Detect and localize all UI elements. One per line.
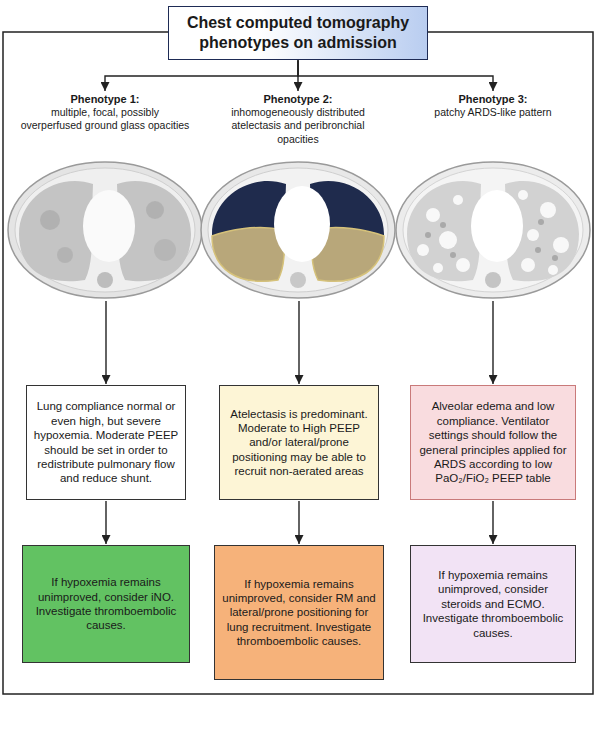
box-text: Lung compliance normal or even high, but… xyxy=(33,399,179,485)
phenotype-heading: Phenotype 2: xyxy=(213,92,383,106)
flow-arrow xyxy=(105,301,106,384)
flow-arrow xyxy=(492,501,493,544)
title-text: Chest computed tomography phenotypes on … xyxy=(177,13,419,53)
flow-arrow xyxy=(298,501,299,544)
phenotype-node: Phenotype 3:patchy ARDS-like pattern xyxy=(393,92,593,300)
flow-arrow xyxy=(105,60,298,91)
phenotype-description: patchy ARDS-like pattern xyxy=(408,106,578,119)
management-box: Atelectasis is predominant. Moderate to … xyxy=(219,385,379,500)
phenotype-heading: Phenotype 3: xyxy=(408,92,578,106)
escalation-box: If hypoxemia remains unimproved, conside… xyxy=(214,545,384,680)
escalation-box: If hypoxemia remains unimproved, conside… xyxy=(22,545,190,663)
phenotype-node: Phenotype 2:inhomogeneously distributed … xyxy=(198,92,398,300)
flow-arrow xyxy=(298,301,299,384)
flow-arrow xyxy=(492,301,493,384)
flow-arrow xyxy=(105,501,106,544)
phenotype-description: multiple, focal, possibly overperfused g… xyxy=(20,106,190,132)
ct-scan-2 xyxy=(201,162,395,298)
ct-scan-1 xyxy=(8,162,202,298)
flow-arrow xyxy=(298,60,493,91)
escalation-box: If hypoxemia remains unimproved, conside… xyxy=(410,545,576,663)
phenotype-node: Phenotype 1:multiple, focal, possibly ov… xyxy=(5,92,205,300)
ct-scan-3 xyxy=(396,162,590,298)
title-box: Chest computed tomography phenotypes on … xyxy=(168,6,428,60)
box-text: If hypoxemia remains unimproved, conside… xyxy=(417,568,569,640)
management-box: Alveolar edema and low compliance. Venti… xyxy=(410,385,576,500)
box-text: Atelectasis is predominant. Moderate to … xyxy=(226,407,372,479)
outer-frame xyxy=(3,32,593,694)
box-text: Alveolar edema and low compliance. Venti… xyxy=(417,399,569,485)
box-text: If hypoxemia remains unimproved, conside… xyxy=(29,575,183,633)
management-box: Lung compliance normal or even high, but… xyxy=(26,385,186,500)
phenotype-heading: Phenotype 1: xyxy=(20,92,190,106)
box-text: If hypoxemia remains unimproved, conside… xyxy=(221,577,377,649)
phenotype-description: inhomogeneously distributed atelectasis … xyxy=(213,106,383,145)
